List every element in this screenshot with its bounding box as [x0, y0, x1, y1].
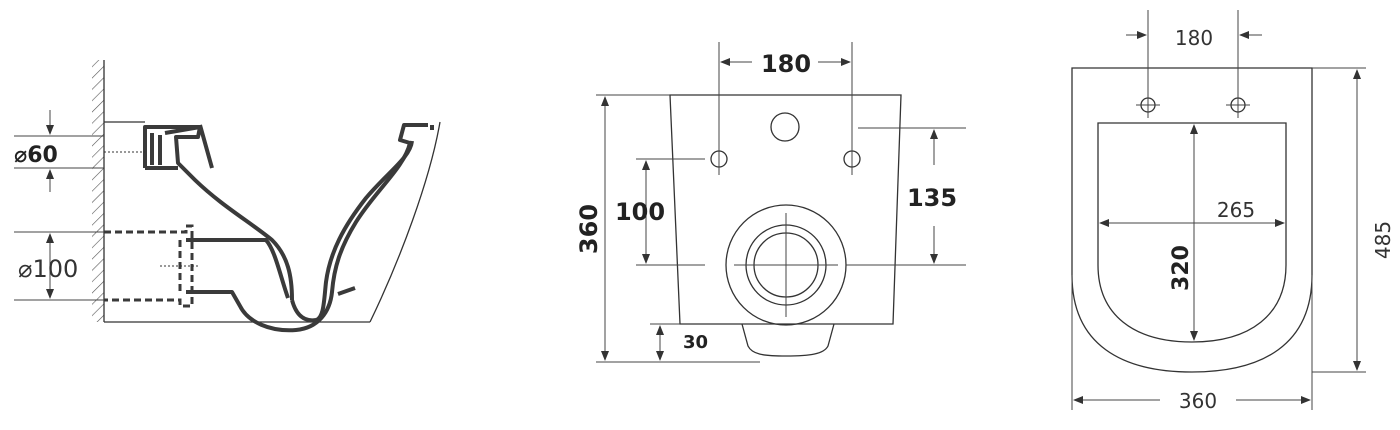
pan-outline — [104, 121, 441, 323]
pipe-bottom-diameter-label: ⌀100 — [18, 255, 78, 283]
top-inner-outline — [1097, 122, 1287, 343]
water-inlet-hole — [770, 112, 800, 142]
inlet-lip — [150, 124, 214, 169]
rear-bottom-offset-label: 30 — [683, 332, 708, 353]
rear-outlet-height-label: 135 — [907, 184, 957, 212]
rear-height-label: 360 — [575, 204, 603, 254]
inlet-bracket — [143, 125, 294, 301]
top-view: 180 265 320 485 360 — [1071, 10, 1395, 413]
rear-view: 180 360 100 135 30 — [575, 42, 966, 363]
side-view: ⌀60 ⌀100 — [14, 60, 441, 333]
top-length-label: 485 — [1371, 221, 1395, 259]
top-hole-spacing-label: 180 — [1175, 26, 1213, 50]
rear-body-outline — [669, 94, 902, 325]
trap-profile — [186, 123, 434, 333]
pipe-top-diameter-label: ⌀60 — [14, 143, 58, 168]
rear-top-width-label: 180 — [761, 50, 811, 78]
top-outer-outline — [1071, 67, 1313, 373]
wall-hatching — [92, 60, 104, 322]
rim-detail — [337, 286, 356, 296]
top-inner-width-label: 265 — [1217, 198, 1255, 222]
top-width-label: 360 — [1179, 389, 1217, 413]
inner-wall — [290, 140, 414, 323]
rear-mount-spacing-label: 100 — [615, 198, 665, 226]
top-inner-length-label: 320 — [1169, 245, 1194, 291]
rear-foot — [741, 323, 835, 357]
